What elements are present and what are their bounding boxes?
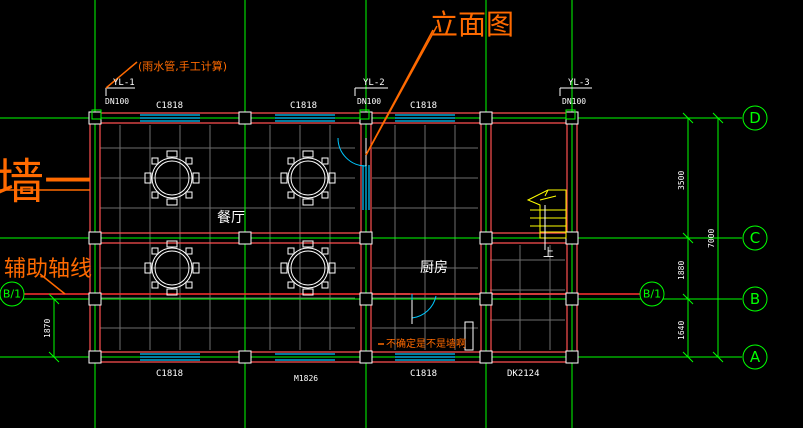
- window-label-top-1: C1818: [156, 101, 183, 111]
- axis-label-c: C: [750, 229, 760, 247]
- annotation-graphics: [0, 25, 438, 345]
- table-4: [280, 240, 336, 296]
- windows: [140, 114, 455, 361]
- axis-bubble-b1-left[interactable]: [0, 281, 25, 307]
- axis-label-d: D: [749, 109, 761, 127]
- dim-1880: 1880: [677, 261, 686, 280]
- dimension-lines: [48, 112, 724, 363]
- axis-bubble-d[interactable]: [742, 105, 768, 131]
- door-swings: [337, 137, 474, 351]
- annotation-rain-pipe: (雨水管,手工计算): [138, 59, 227, 73]
- annotation-auxiliary-axis: 辅助轴线: [4, 257, 92, 282]
- room-label-kitchen: 厨房: [420, 260, 448, 276]
- door-label-m1826: M1826: [294, 374, 318, 383]
- room-label-dining: 餐厅: [217, 210, 245, 226]
- pipe-markers: [91, 87, 592, 120]
- table-2: [280, 150, 336, 206]
- pipe-size-3: DN100: [562, 97, 586, 106]
- stair-up-label: 上: [543, 246, 554, 259]
- axis-label-b1-right: B/1: [643, 288, 661, 301]
- axis-bubble-a[interactable]: [742, 344, 768, 370]
- axis-label-a: A: [750, 348, 761, 366]
- table-1: [144, 150, 200, 206]
- axis-bubble-c[interactable]: [742, 225, 768, 251]
- door-label-dk2124: DK2124: [507, 369, 540, 379]
- annotation-elevation-view: 立面图: [430, 8, 514, 41]
- dining-tables: [144, 150, 336, 296]
- axis-label-b1-left: B/1: [3, 288, 21, 301]
- axis-bubble-b[interactable]: [742, 286, 768, 312]
- staircase: [526, 189, 567, 250]
- table-3: [144, 240, 200, 296]
- window-label-bottom-1: C1818: [156, 369, 183, 379]
- axis-bubble-b1-right[interactable]: [639, 281, 665, 307]
- annotation-wall: 墙一: [0, 154, 92, 210]
- pipe-size-1: DN100: [105, 97, 129, 106]
- dim-1870: 1870: [43, 319, 52, 338]
- window-label-top-3: C1818: [410, 101, 437, 111]
- pipe-label-yl2: YL-2: [363, 78, 385, 88]
- axis-bubbles: [0, 105, 768, 370]
- axis-label-b: B: [750, 290, 760, 308]
- window-label-top-2: C1818: [290, 101, 317, 111]
- pipe-size-2: DN100: [357, 97, 381, 106]
- window-label-bottom-2: C1818: [410, 369, 437, 379]
- pipe-label-yl3: YL-3: [568, 78, 590, 88]
- pipe-label-yl1: YL-1: [113, 78, 135, 88]
- annotation-not-sure-wall: 不确定是不是墙啊: [386, 337, 466, 350]
- columns: [88, 111, 579, 364]
- dim-1640: 1640: [677, 321, 686, 340]
- dim-3500: 3500: [677, 171, 686, 190]
- dim-7000: 7000: [707, 229, 716, 248]
